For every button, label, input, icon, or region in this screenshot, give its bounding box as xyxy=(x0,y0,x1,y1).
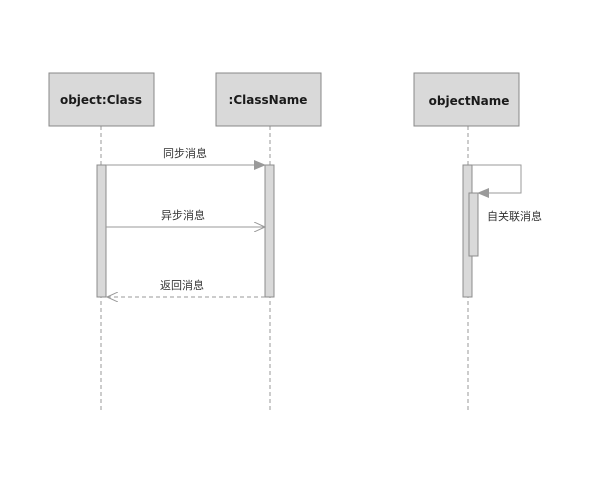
return-message-label: 返回消息 xyxy=(160,278,204,292)
activation-bar-self-call xyxy=(468,192,479,257)
sync-message-label: 同步消息 xyxy=(163,146,207,160)
activation-bar-classname xyxy=(264,164,275,298)
async-message-label: 异步消息 xyxy=(161,208,205,222)
participant-label: object:Class xyxy=(60,93,142,107)
self-message-arrow xyxy=(472,164,522,198)
participant-classname[interactable]: :ClassName xyxy=(215,72,322,127)
participant-label: objectName xyxy=(429,94,510,108)
participant-object-class[interactable]: object:Class xyxy=(48,72,155,127)
self-message-label: 自关联消息 xyxy=(487,209,542,223)
participant-objectname[interactable]: objectName xyxy=(413,72,520,127)
participant-label: :ClassName xyxy=(229,93,308,107)
activation-bar-object-class xyxy=(96,164,107,298)
